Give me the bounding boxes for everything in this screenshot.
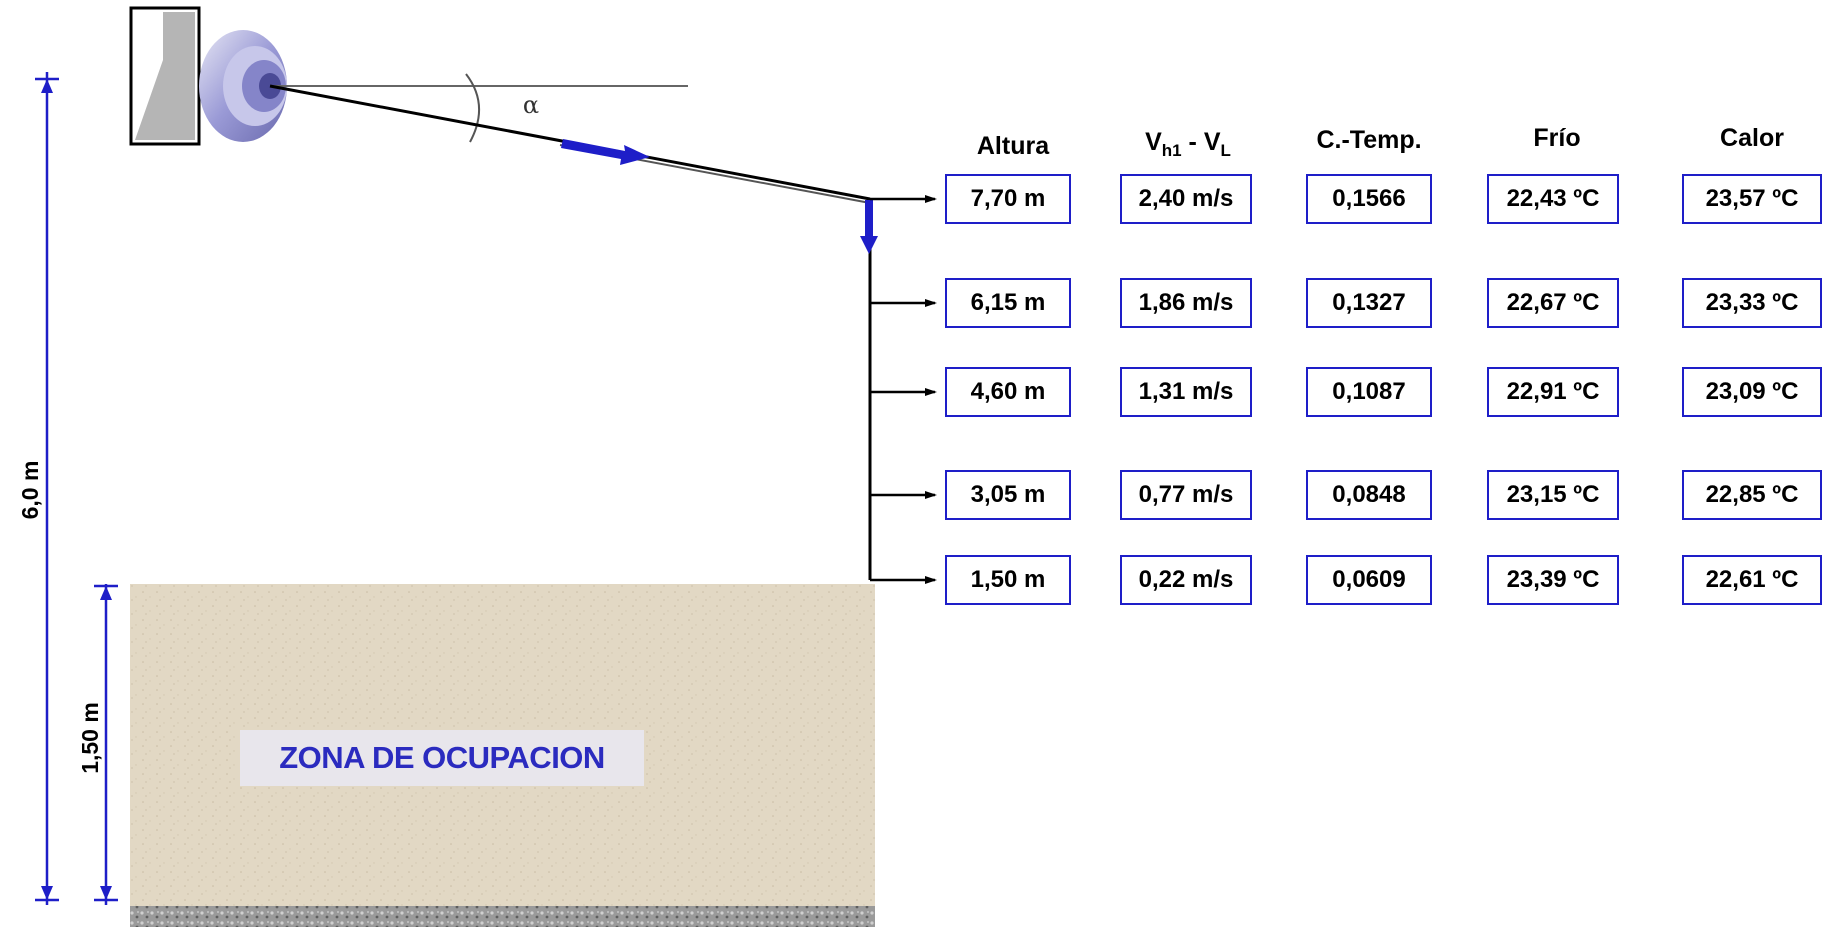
cell-coef: 0,0609 (1306, 555, 1432, 605)
header-coef-temp: C.-Temp. (1316, 126, 1422, 154)
cell-calor: 22,85 ºC (1682, 470, 1822, 520)
header-frio: Frío (1533, 124, 1581, 152)
flow-direction-arrow-icon (561, 139, 650, 165)
header-altura: Altura (976, 132, 1050, 160)
cell-frio: 23,15 ºC (1487, 470, 1619, 520)
occupied-height-dimension (94, 584, 118, 905)
angle-symbol: α (523, 91, 539, 119)
occupied-zone-label: ZONA DE OCUPACION (240, 730, 644, 786)
cell-altura: 3,05 m (945, 470, 1071, 520)
cell-coef: 0,1327 (1306, 278, 1432, 328)
angle-arc (465, 73, 481, 143)
cell-coef: 0,1087 (1306, 367, 1432, 417)
floor-gravel (130, 906, 875, 927)
cell-frio: 22,43 ºC (1487, 174, 1619, 224)
occupied-height-label: 1,50 m (77, 702, 103, 774)
total-height-label: 6,0 m (17, 461, 43, 520)
header-calor: Calor (1720, 124, 1784, 152)
cell-altura: 1,50 m (945, 555, 1071, 605)
cell-velocidad: 2,40 m/s (1120, 174, 1252, 224)
header-velocity-sub1: h1 (1161, 141, 1182, 160)
cell-velocidad: 1,31 m/s (1120, 367, 1252, 417)
header-velocity-main: V (1145, 128, 1162, 156)
cell-calor: 23,33 ºC (1682, 278, 1822, 328)
cell-calor: 23,09 ºC (1682, 367, 1822, 417)
cell-velocidad: 0,77 m/s (1120, 470, 1252, 520)
vertical-flow-arrow-icon (860, 200, 878, 254)
cell-calor: 22,61 ºC (1682, 555, 1822, 605)
cell-frio: 23,39 ºC (1487, 555, 1619, 605)
diffuser-nozzle-icon (129, 6, 287, 146)
header-velocity-sub2: L (1220, 141, 1231, 160)
cell-velocidad: 1,86 m/s (1120, 278, 1252, 328)
cell-altura: 7,70 m (945, 174, 1071, 224)
cell-altura: 4,60 m (945, 367, 1071, 417)
cell-coef: 0,0848 (1306, 470, 1432, 520)
cell-calor: 23,57 ºC (1682, 174, 1822, 224)
cell-altura: 6,15 m (945, 278, 1071, 328)
cell-frio: 22,91 ºC (1487, 367, 1619, 417)
cell-frio: 22,67 ºC (1487, 278, 1619, 328)
header-velocity: Vh1 - VL (1120, 128, 1256, 161)
cell-velocidad: 0,22 m/s (1120, 555, 1252, 605)
total-height-dimension (35, 72, 59, 905)
cell-coef: 0,1566 (1306, 174, 1432, 224)
header-velocity-dash: - V (1181, 128, 1221, 156)
